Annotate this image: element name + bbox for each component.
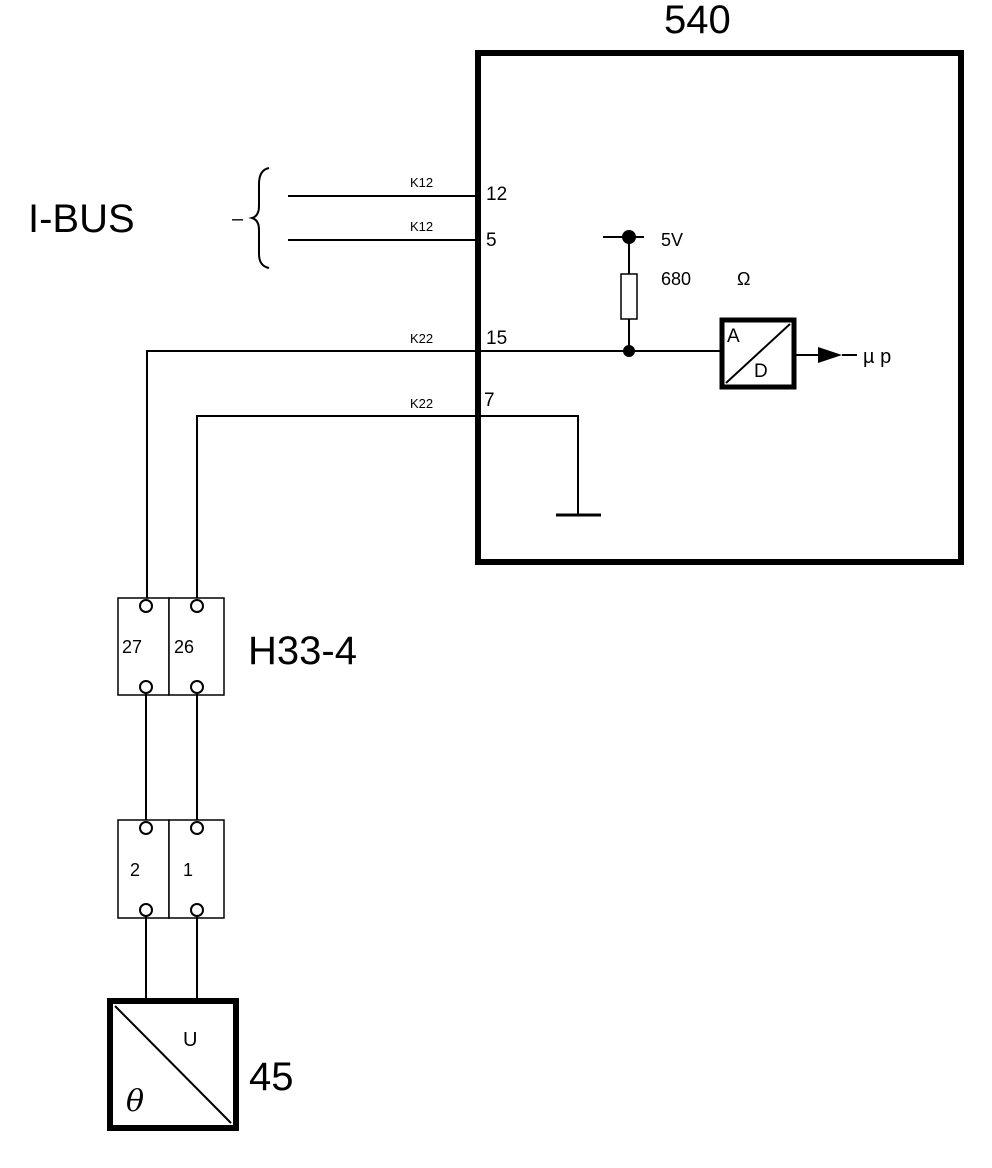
terminal-26-label: 26: [174, 637, 194, 657]
sensor-label: 45: [249, 1055, 294, 1099]
sensor-output-label: U: [183, 1029, 197, 1051]
pin-12-label: 12: [486, 184, 507, 205]
terminal-2-top-hole: [139, 821, 153, 835]
sensor-diagonal: [114, 1005, 232, 1124]
ad-label-d: D: [754, 361, 768, 382]
microprocessor-label: µ p: [863, 346, 891, 368]
resistor-680: [620, 273, 638, 320]
control-module-label: 540: [664, 0, 731, 42]
ad-label-a: A: [727, 326, 740, 347]
terminal-2-label: 2: [130, 860, 140, 880]
wire-signal-k22: [146, 350, 628, 598]
supply-voltage-label: 5V: [661, 230, 683, 250]
pin-15-label: 15: [486, 328, 507, 349]
resistor-value-label: 680: [661, 269, 691, 289]
terminal-1-top-hole: [190, 821, 204, 835]
terminal-2-bottom-hole: [139, 903, 153, 917]
control-module-540-box: [475, 50, 964, 565]
terminal-27-bottom-hole: [139, 680, 153, 694]
connector-label: H33-4: [248, 629, 357, 673]
ad-converter-diagonal: [725, 323, 791, 384]
terminal-1-label: 1: [183, 860, 193, 880]
connector-terminal-27: [117, 597, 170, 696]
wire-label-k12-a: K12: [410, 175, 433, 190]
terminal-27-top-hole: [139, 599, 153, 613]
ibus-dash: –: [232, 208, 244, 230]
ibus-brace: [248, 167, 270, 269]
pin-5-label: 5: [486, 230, 497, 251]
terminal-1-bottom-hole: [190, 903, 204, 917]
wire-label-k12-b: K12: [410, 219, 433, 234]
pin-7-label: 7: [484, 390, 495, 411]
wire-ground-k22: [196, 415, 579, 598]
connector-terminal-26: [168, 597, 225, 696]
output-arrow-icon: [818, 347, 842, 363]
sensor-terminal-2: [117, 819, 170, 919]
theta-symbol: θ: [126, 1084, 144, 1119]
wire-label-k22-b: K22: [410, 396, 433, 411]
terminal-26-bottom-hole: [190, 680, 204, 694]
terminal-26-top-hole: [190, 599, 204, 613]
ibus-label: I-BUS: [28, 197, 135, 241]
terminal-27-label: 27: [122, 637, 142, 657]
ohm-symbol: Ω: [737, 269, 750, 289]
wire-label-k22-a: K22: [410, 331, 433, 346]
